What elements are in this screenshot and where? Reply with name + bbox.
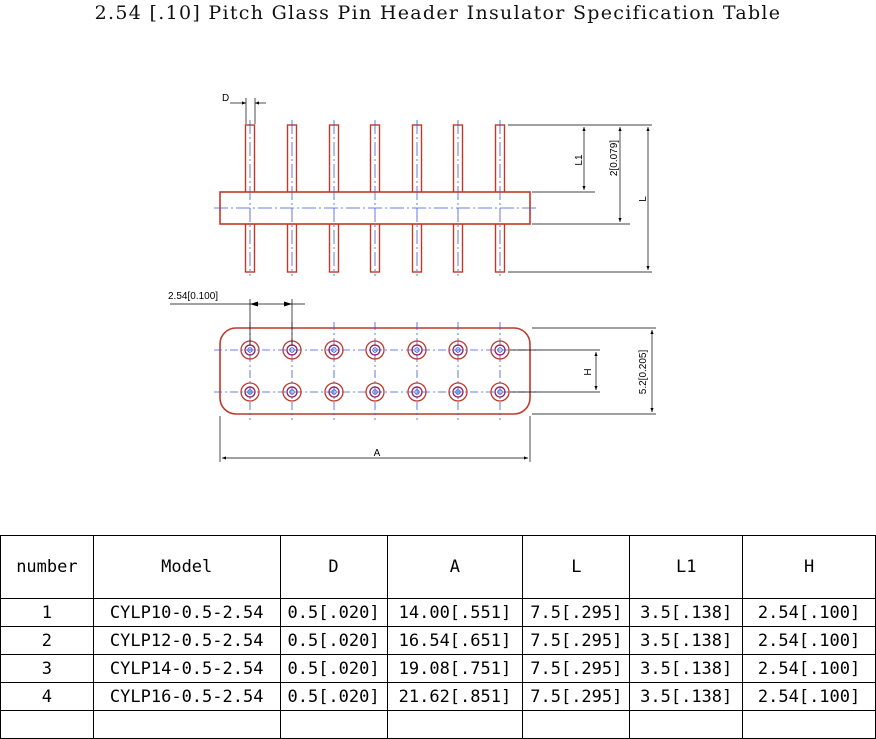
- table-row: 3 CYLP14-0.5-2.54 0.5[.020] 19.08[.751] …: [0, 654, 876, 683]
- pin-hole: [324, 340, 344, 360]
- cell-l: 7.5[.295]: [522, 654, 631, 683]
- cell-number: 4: [0, 682, 94, 711]
- pin-hole: [365, 340, 385, 360]
- a-label: A: [374, 448, 381, 459]
- cell-l: 7.5[.295]: [522, 598, 631, 627]
- cell-model: CYLP16-0.5-2.54: [92, 682, 281, 711]
- cell-model: CYLP10-0.5-2.54: [92, 598, 281, 627]
- page-title: 2.54 [.10] Pitch Glass Pin Header Insula…: [94, 2, 782, 24]
- header-l: L: [522, 535, 631, 599]
- cell-a: 19.08[.751]: [386, 654, 524, 683]
- a-dimension: [219, 416, 531, 462]
- cell-h: 2.54[.100]: [742, 626, 876, 655]
- cell-l1: 3.5[.138]: [629, 598, 744, 627]
- cell-l: 7.5[.295]: [522, 626, 631, 655]
- header-number: number: [0, 535, 94, 599]
- d-dimension: [230, 98, 266, 124]
- pin-hole: [407, 340, 427, 360]
- cell-d: 0.5[.020]: [279, 654, 388, 683]
- d-label: D: [222, 93, 229, 104]
- cell-h: 2.54[.100]: [742, 682, 876, 711]
- cell-h: 2.54[.100]: [742, 598, 876, 627]
- pin-hole: [324, 382, 344, 402]
- h-label: H: [583, 368, 594, 375]
- cell-number: 2: [0, 626, 94, 655]
- l-label: L: [638, 196, 649, 202]
- table-row: 4 CYLP16-0.5-2.54 0.5[.020] 21.62[.851] …: [0, 682, 876, 711]
- header-a: A: [386, 535, 524, 599]
- pitch-dimension: [170, 299, 305, 345]
- cell-l1: 3.5[.138]: [629, 682, 744, 711]
- side-centerlines: [214, 120, 536, 276]
- pin-hole: [490, 382, 510, 402]
- top-centerlines: [214, 322, 536, 420]
- pin-hole: [407, 382, 427, 402]
- table-row: 1 CYLP10-0.5-2.54 0.5[.020] 14.00[.551] …: [0, 598, 876, 627]
- pin-hole: [282, 382, 302, 402]
- header-h: H: [742, 535, 876, 599]
- width-label: 5.2[0.205]: [638, 350, 649, 395]
- cell-l1: 3.5[.138]: [629, 654, 744, 683]
- cell-l: 7.5[.295]: [522, 682, 631, 711]
- cell-number: 3: [0, 654, 94, 683]
- cell-d: 0.5[.020]: [279, 598, 388, 627]
- spec-table: number Model D A L L1 H 1 CYLP10-0.5-2.5…: [0, 535, 876, 739]
- cell-model: CYLP12-0.5-2.54: [92, 626, 281, 655]
- header-l1: L1: [629, 535, 744, 599]
- side-view: [214, 120, 536, 276]
- pin-hole: [448, 382, 468, 402]
- table-header-row: number Model D A L L1 H: [0, 535, 876, 599]
- pitch-label: 2.54[0.100]: [168, 291, 218, 302]
- cell-a: 21.62[.851]: [386, 682, 524, 711]
- header-d: D: [279, 535, 388, 599]
- cell-d: 0.5[.020]: [279, 682, 388, 711]
- top-view: [214, 322, 536, 420]
- header-model: Model: [92, 535, 281, 599]
- cell-l1: 3.5[.138]: [629, 626, 744, 655]
- cell-h: 2.54[.100]: [742, 654, 876, 683]
- top-vertical-dimensions: [510, 327, 656, 415]
- cell-number: 1: [0, 598, 94, 627]
- table-row: 2 CYLP12-0.5-2.54 0.5[.020] 16.54[.651] …: [0, 626, 876, 655]
- cell-model: CYLP14-0.5-2.54: [92, 654, 281, 683]
- pin-hole: [365, 382, 385, 402]
- l1-label: L1: [574, 154, 585, 166]
- pin-hole: [490, 340, 510, 360]
- pin-hole: [448, 340, 468, 360]
- top-holes: [240, 340, 510, 402]
- pin-hole: [240, 382, 260, 402]
- cell-a: 16.54[.651]: [386, 626, 524, 655]
- cell-d: 0.5[.020]: [279, 626, 388, 655]
- vertical-dimensions: [508, 124, 652, 273]
- technical-drawing: D L1 2[0.079] L 2.54[0.100] H 5.2[0.205]: [168, 93, 656, 462]
- cell-a: 14.00[.551]: [386, 598, 524, 627]
- two-mm-label: 2[0.079]: [609, 140, 620, 176]
